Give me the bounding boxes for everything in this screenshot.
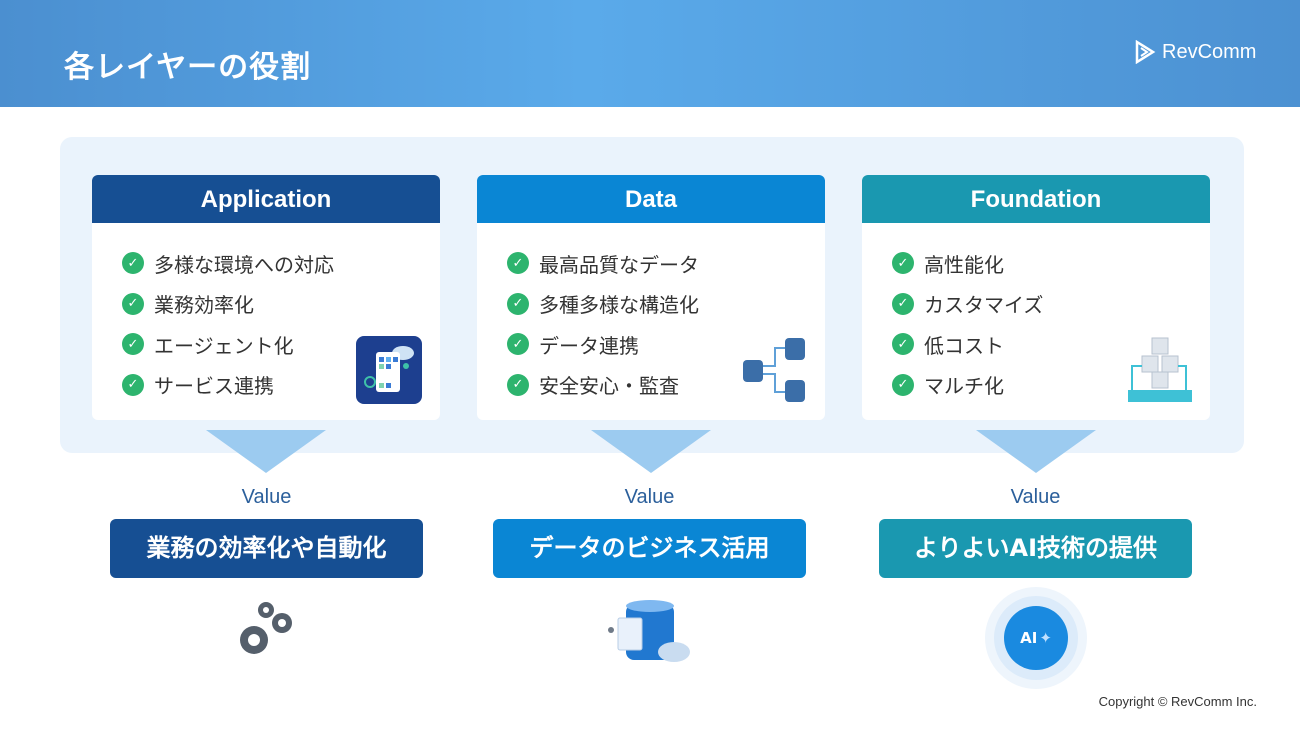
list-item: ✓低コスト [892,324,1210,365]
revcomm-logo: RevComm [1134,40,1256,64]
logo-text: RevComm [1162,40,1257,63]
check-icon: ✓ [892,373,914,396]
check-icon: ✓ [122,333,144,356]
cubes-infrastructure-icon [1128,337,1192,402]
list-item: ✓マルチ化 [892,365,1210,406]
value-label: Value [241,486,292,508]
check-icon: ✓ [892,252,914,275]
layer-card-data: Data ✓最高品質なデータ ✓多種多様な構造化 ✓データ連携 ✓安全安心・監査 [477,175,825,420]
list-item: ✓最高品質なデータ [507,243,825,284]
arrow-down-icon [206,430,326,473]
check-icon: ✓ [122,373,144,396]
layer-card-foundation: Foundation ✓高性能化 ✓カスタマイズ ✓低コスト ✓マルチ化 [862,175,1210,420]
value-label: Value [1010,486,1061,508]
value-box: よりよいAI技術の提供 [879,519,1192,578]
list-item: ✓多様な環境への対応 [122,243,440,284]
card-title: Data [477,175,825,223]
sparkle-icon: ✦ [1039,629,1052,647]
arrow-down-icon [976,430,1096,473]
check-icon: ✓ [892,333,914,356]
check-icon: ✓ [892,292,914,315]
list-item: ✓カスタマイズ [892,284,1210,325]
list-item: ✓安全安心・監査 [507,365,825,406]
value-box: データのビジネス活用 [493,519,806,578]
list-item: ✓サービス連携 [122,365,440,406]
data-storage-icon [608,600,690,662]
gears-icon [240,602,292,654]
check-icon: ✓ [507,252,529,275]
header-bar: 各レイヤーの役割 RevComm [0,0,1300,107]
copyright: Copyright © RevComm Inc. [1098,694,1257,709]
play-logo-icon [1135,40,1156,64]
card-title: Foundation [862,175,1210,223]
layer-card-application: Application ✓多様な環境への対応 ✓業務効率化 ✓エージェント化 ✓… [92,175,440,420]
check-icon: ✓ [507,292,529,315]
list-item: ✓高性能化 [892,243,1210,284]
card-title: Application [92,175,440,223]
ai-badge-text: AI [1020,629,1038,647]
database-sync-icon [743,338,805,402]
value-label: Value [624,486,675,508]
check-icon: ✓ [122,292,144,315]
list-item: ✓エージェント化 [122,324,440,365]
mobile-app-icon [356,336,422,404]
check-icon: ✓ [507,373,529,396]
list-item: ✓多種多様な構造化 [507,284,825,325]
check-icon: ✓ [507,333,529,356]
page-title: 各レイヤーの役割 [64,50,312,85]
check-icon: ✓ [122,252,144,275]
arrow-down-icon [591,430,711,473]
ai-icon: AI✦ [985,587,1087,689]
value-box: 業務の効率化や自動化 [110,519,423,578]
list-item: ✓データ連携 [507,324,825,365]
list-item: ✓業務効率化 [122,284,440,325]
